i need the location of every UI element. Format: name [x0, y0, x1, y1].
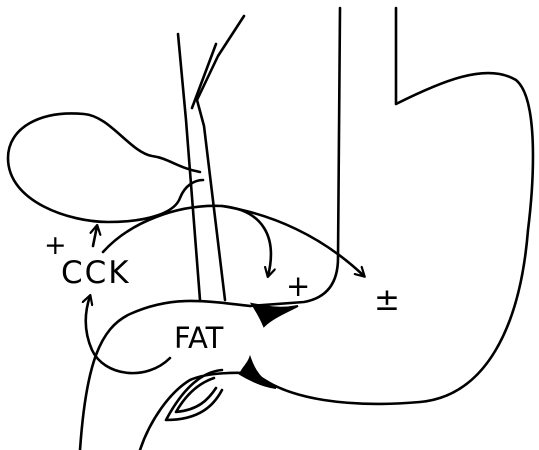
fat-label: FAT: [174, 321, 224, 355]
esophagus-left-wall: [250, 8, 340, 306]
stomach-outline: [256, 8, 533, 404]
hepatic-duct-branch: [192, 44, 216, 108]
plus-cck-sign: +: [44, 230, 67, 261]
plus-sphincter-sign: +: [286, 269, 310, 303]
plus-minus-sign: ±: [374, 282, 400, 318]
duodenum-lower-wall: [140, 373, 256, 450]
arrow-cck-to-gallbladder: [93, 226, 97, 246]
arrow-fat-to-cck: [86, 296, 170, 373]
cck-label: CCK: [61, 255, 131, 291]
duodenum-upper-wall: [80, 301, 250, 450]
bile-duct-right-wall: [197, 16, 244, 300]
arrow-cck-to-stomach: [222, 206, 364, 276]
gallbladder-outline: [8, 113, 203, 222]
pyloric-sphincter-upper: [252, 304, 298, 326]
